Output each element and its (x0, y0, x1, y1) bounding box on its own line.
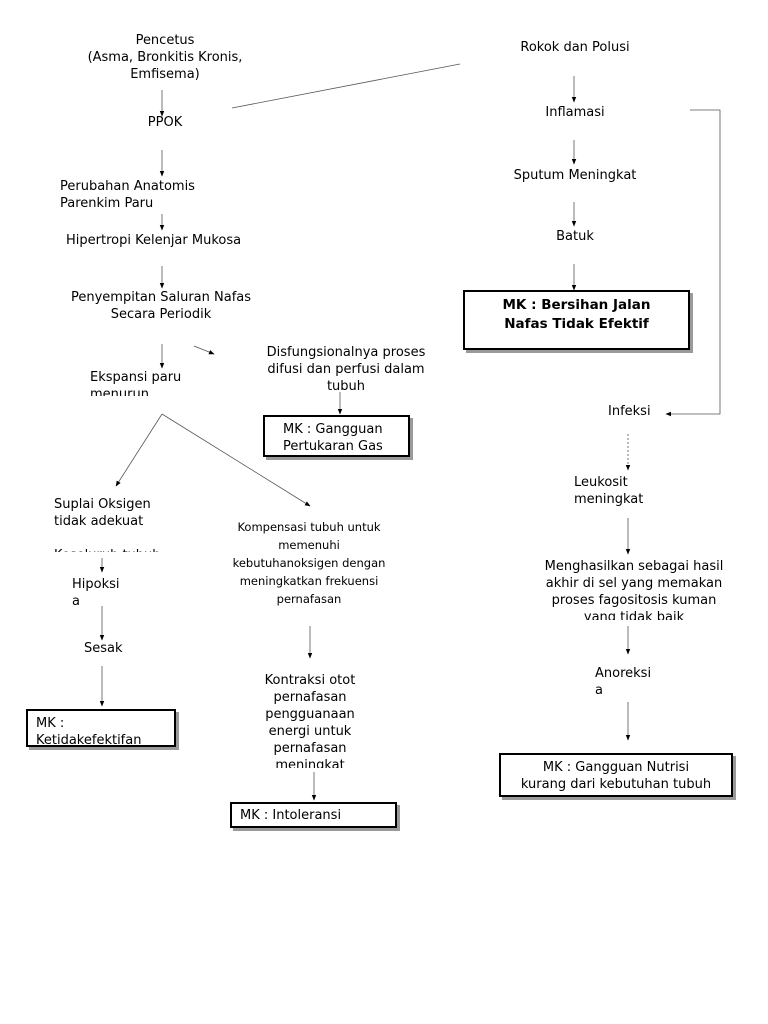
node-kompensasi: Kompensasi tubuh untuk memenuhi kebutuha… (232, 520, 386, 606)
box-mk-bersihan-jalan-nafas: MK : Bersihan Jalan Nafas Tidak Efektif (463, 290, 690, 350)
node-hipertropi: Hipertropi Kelenjar Mukosa (66, 233, 242, 248)
node-leukosit: Leukosit meningkat (574, 475, 644, 507)
node-batuk: Batuk (556, 229, 594, 244)
node-infeksi: Infeksi (608, 404, 651, 419)
arrow-ekspansi-kompensasi (161, 413, 311, 507)
node-sputum: Sputum Meningkat (513, 168, 637, 183)
node-rokok-polusi: Rokok dan Polusi (520, 40, 630, 55)
node-sesak: Sesak (84, 641, 123, 656)
node-perubahan-anatomis: Perubahan Anatomis Parenkim Paru (60, 179, 195, 211)
box-mk-ketidakefektifan: MK : Ketidakefektifan (26, 709, 176, 747)
node-anoreksia: Anoreksi a (595, 666, 652, 698)
box-mk-gangguan-pertukaran-gas: MK : Gangguan Pertukaran Gas (263, 415, 410, 457)
node-pencetus: Pencetus (Asma, Bronkitis Kronis, Emfise… (87, 33, 243, 82)
box-mk-intoleransi: MK : Intoleransi (230, 802, 397, 828)
node-hipoksia: Hipoksi a (72, 577, 120, 606)
node-ekspansi: Ekspansi paru menurun (90, 370, 182, 396)
line-inflamasi-infeksi (665, 109, 721, 417)
node-kontraksi: Kontraksi otot pernafasan pengguanaan en… (264, 673, 356, 768)
box-mk-gangguan-nutrisi: MK : Gangguan Nutrisi kurang dari kebutu… (499, 753, 733, 797)
arrow-penyempitan-disfungsi (193, 345, 215, 355)
node-menghasilkan: Menghasilkan sebagai hasil akhir di sel … (544, 559, 724, 620)
node-disfungsi: Disfungsionalnya proses difusi dan perfu… (266, 345, 426, 394)
node-suplai-oksigen: Suplai Oksigen tidak adekuat Keseluruh t… (54, 497, 161, 552)
arrow-ekspansi-suplai (115, 413, 163, 487)
line-rokok-ppok (231, 63, 461, 109)
node-penyempitan: Penyempitan Saluran Nafas Secara Periodi… (70, 290, 252, 322)
node-ppok: PPOK (147, 115, 183, 130)
node-inflamasi: Inflamasi (545, 105, 605, 120)
